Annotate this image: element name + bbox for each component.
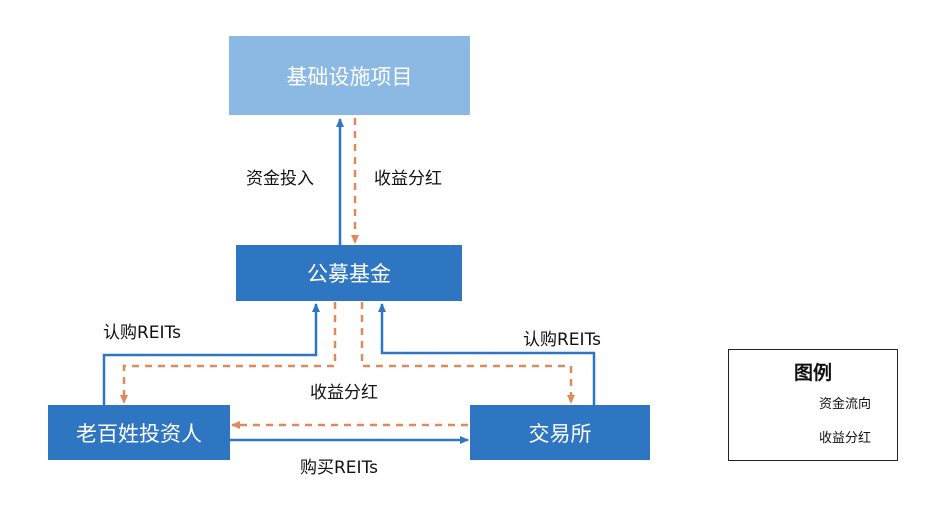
node-exchange-label: 交易所 [528, 421, 592, 446]
legend-title: 图例 [793, 362, 832, 384]
node-exchange: 交易所 [470, 405, 650, 460]
label-dividend-top: 收益分红 [374, 169, 442, 189]
node-investor: 老百姓投资人 [48, 405, 230, 460]
legend-box: 图例 资金流向 收益分红 [728, 349, 898, 461]
label-capital-in: 资金投入 [246, 169, 314, 189]
dividend-flow-fund-to-exchange [360, 302, 575, 404]
capital-flow-investor-to-fund [102, 303, 320, 405]
legend-dividend-label: 收益分红 [819, 431, 872, 446]
node-fund: 公募基金 [236, 245, 462, 301]
legend-capital-flow-label: 资金流向 [819, 397, 872, 412]
label-subscribe-left: 认购REITs [103, 323, 181, 343]
label-subscribe-right: 认购REITs [523, 330, 601, 350]
dividend-flow-fund-to-investor [120, 302, 337, 404]
node-infrastructure: 基础设施项目 [229, 36, 470, 115]
label-dividend-mid: 收益分红 [310, 383, 378, 403]
node-fund-label: 公募基金 [307, 262, 391, 286]
node-infrastructure-label: 基础设施项目 [286, 64, 413, 89]
capital-flow-exchange-to-fund [378, 303, 596, 405]
label-buy: 购买REITs [300, 458, 378, 478]
node-investor-label: 老百姓投资人 [76, 421, 202, 446]
